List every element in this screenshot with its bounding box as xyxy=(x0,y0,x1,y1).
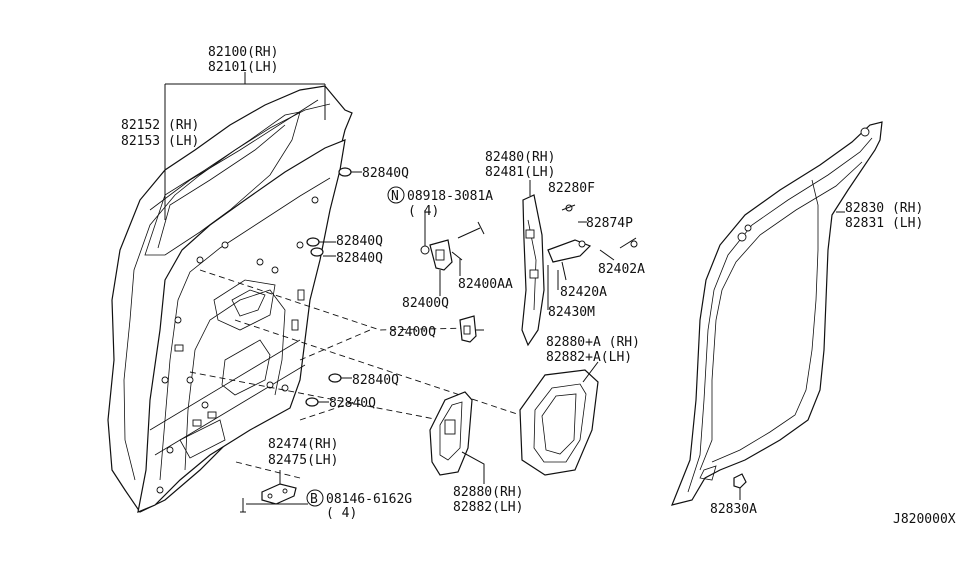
label-n-qty: ( 4) xyxy=(408,204,439,219)
label-82840q-3: 82840Q xyxy=(336,251,383,266)
door-panel-inner xyxy=(137,139,346,513)
label-82101: 82101(LH) xyxy=(208,60,278,75)
label-82100: 82100(RH) xyxy=(208,45,278,60)
label-b-qty: ( 4) xyxy=(326,506,357,521)
label-82880: 82880(RH) xyxy=(453,485,523,500)
label-82280f: 82280F xyxy=(548,181,595,196)
label-08146-6162g: 08146-6162G xyxy=(326,492,412,507)
label-82430m: 82430M xyxy=(548,305,595,320)
label-82830a: 82830A xyxy=(710,502,757,517)
label-82474: 82474(RH) xyxy=(268,437,338,452)
label-82882a: 82882+A(LH) xyxy=(546,350,632,365)
grommet-82840q-group xyxy=(305,167,352,407)
escutcheon-82880a xyxy=(519,361,599,476)
inside-handle-82880 xyxy=(429,391,485,484)
label-82882: 82882(LH) xyxy=(453,500,523,515)
label-82481: 82481(LH) xyxy=(485,165,555,180)
weatherstrip-82830 xyxy=(671,121,883,506)
label-82840q-2: 82840Q xyxy=(336,234,383,249)
b-marker-circle xyxy=(306,489,324,507)
label-82475: 82475(LH) xyxy=(268,453,338,468)
n-marker-circle xyxy=(387,186,405,204)
label-82840q-5: 82840Q xyxy=(329,396,376,411)
label-82840q-1: 82840Q xyxy=(362,166,409,181)
label-82152: 82152 (RH) xyxy=(121,118,199,133)
label-82480: 82480(RH) xyxy=(485,150,555,165)
label-82830: 82830 (RH) xyxy=(845,201,923,216)
bracket-82474 xyxy=(240,483,297,513)
label-82874p: 82874P xyxy=(586,216,633,231)
check-link-82480 xyxy=(521,194,638,347)
dashed-construction-lines xyxy=(189,269,521,479)
label-82400aa: 82400AA xyxy=(458,277,513,292)
labels: 82100(RH) 82101(LH) 82152 (RH) 82153 (LH… xyxy=(121,45,956,527)
hinge-82400q-lower xyxy=(459,315,477,343)
label-b-marker: B xyxy=(310,492,318,507)
label-82420a: 82420A xyxy=(560,285,607,300)
label-82153: 82153 (LH) xyxy=(121,134,199,149)
clip-82830a xyxy=(733,473,747,500)
label-82400q-2: 82400Q xyxy=(389,325,436,340)
leader-lines-left xyxy=(164,72,362,505)
label-82840q-4: 82840Q xyxy=(352,373,399,388)
leader-lines-center xyxy=(424,180,615,331)
label-82400q-1: 82400Q xyxy=(402,296,449,311)
label-82402a: 82402A xyxy=(598,262,645,277)
label-82831: 82831 (LH) xyxy=(845,216,923,231)
label-n-marker: N xyxy=(391,189,399,204)
diagram-code: J820000X xyxy=(893,512,956,527)
label-82880a: 82880+A (RH) xyxy=(546,335,640,350)
hinge-82400q-upper xyxy=(420,221,485,271)
label-08918-3081a: 08918-3081A xyxy=(407,189,493,204)
